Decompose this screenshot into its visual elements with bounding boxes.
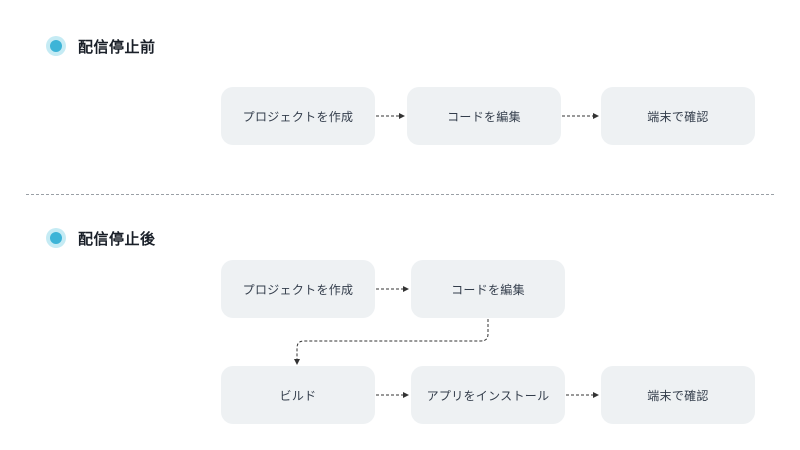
step-build: ビルド	[221, 366, 375, 424]
step-edit-code: コードを編集	[411, 260, 565, 318]
step-install-app: アプリをインストール	[411, 366, 565, 424]
arrow-after-2	[294, 319, 489, 365]
section-header-before: 配信停止前	[46, 34, 156, 58]
step-create-project: プロジェクトを作成	[221, 260, 375, 318]
step-edit-code: コードを編集	[407, 87, 561, 145]
section-title-before: 配信停止前	[78, 37, 156, 56]
step-check-device: 端末で確認	[601, 366, 755, 424]
section-title-after: 配信停止後	[78, 229, 156, 248]
section-header-after: 配信停止後	[46, 226, 156, 250]
section-divider	[26, 194, 774, 195]
step-check-device: 端末で確認	[601, 87, 755, 145]
circle-dot-icon	[50, 40, 62, 52]
step-create-project: プロジェクトを作成	[221, 87, 375, 145]
circle-dot-icon	[50, 232, 62, 244]
